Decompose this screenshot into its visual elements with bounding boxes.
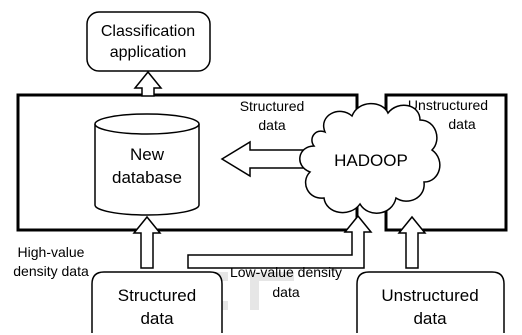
new-database-cylinder: New database [94, 113, 200, 216]
unstructured-data-source-box: Unstructured data [356, 271, 505, 333]
unstructured-data-source-label-line2: data [413, 309, 447, 328]
hadoop-label: HADOOP [334, 151, 408, 170]
structured-data-edge-label-line1: Structured [240, 98, 305, 114]
low-value-path-arrow [187, 214, 373, 269]
structured-data-source-label-line2: data [140, 309, 174, 328]
output-arrow [133, 70, 163, 97]
classification-application-label-line1: Classification [101, 23, 195, 40]
structured-data-source-box: Structured data [91, 271, 223, 333]
unstructured-data-edge-label-line1: Unstructured [408, 97, 488, 113]
new-database-label-line1: New [130, 145, 165, 164]
structured-data-source-label-line1: Structured [118, 286, 196, 305]
low-value-label-line2: data [272, 284, 299, 300]
low-value-label-line1: Low-value density [230, 264, 342, 280]
hadoop-to-database-arrow [220, 140, 309, 178]
unstructured-data-source-label-line1: Unstructured [381, 286, 478, 305]
classification-application-label-line2: application [110, 44, 187, 61]
structured-data-edge-label-line2: data [258, 117, 285, 133]
hadoop-cloud: HADOOP [299, 102, 441, 214]
high-value-label-line1: High-value [18, 244, 85, 260]
unstructured-data-edge-label-line2: data [448, 116, 475, 132]
high-value-label-line2: density data [13, 263, 89, 279]
new-database-label-line2: database [112, 168, 182, 187]
high-value-arrow [132, 215, 162, 269]
classification-application-box: Classification application [86, 11, 211, 72]
unstructured-input-arrow [397, 215, 427, 269]
